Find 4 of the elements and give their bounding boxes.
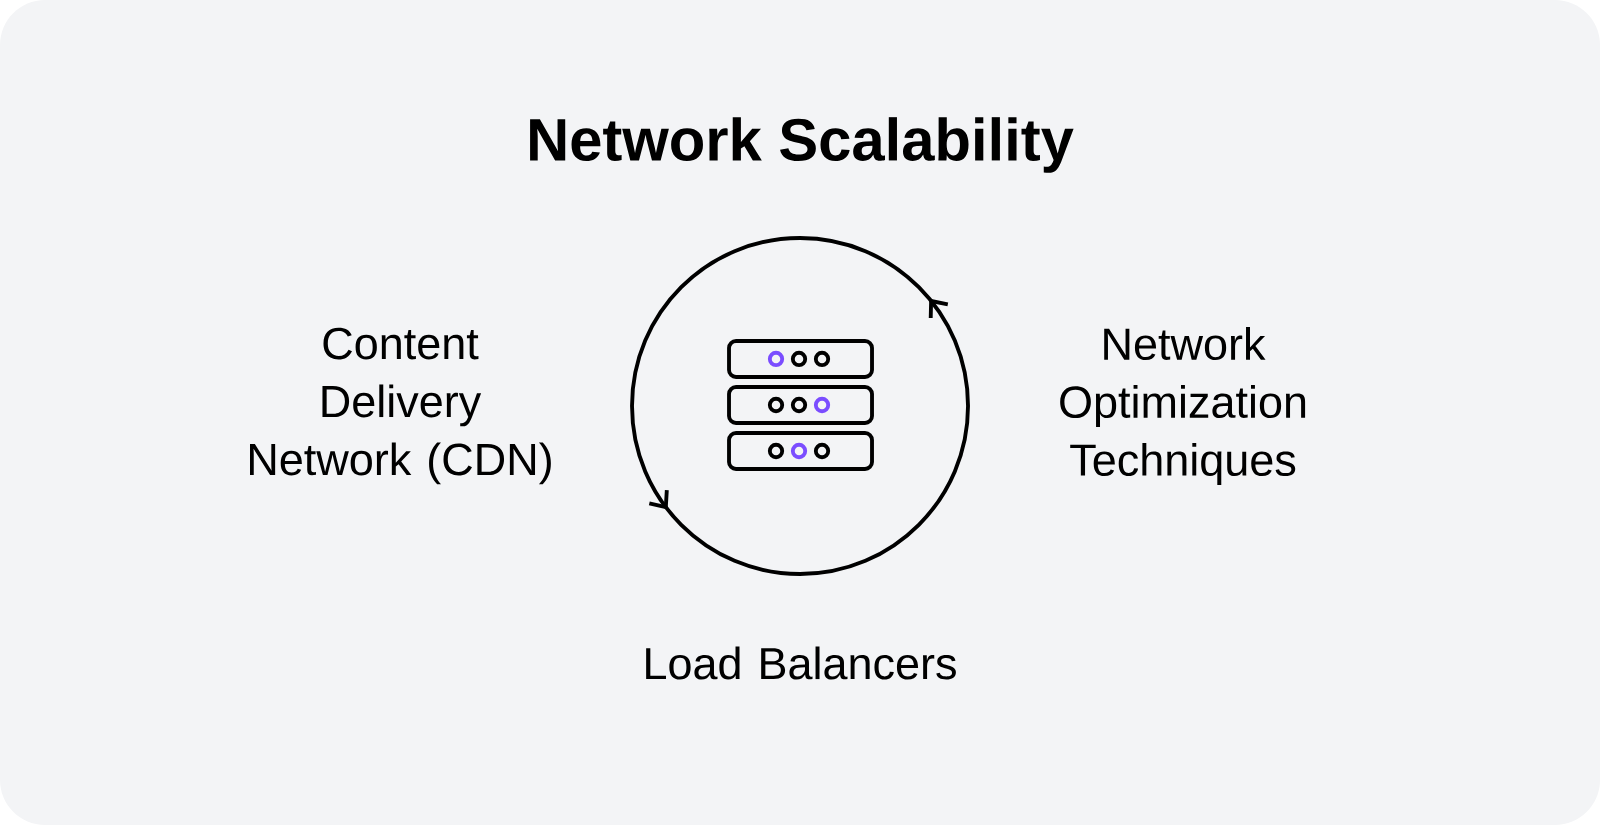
feature-label: Network Optimization Techniques: [1060, 327, 1306, 485]
feature-label: Content Delivery Network (CDN): [250, 327, 551, 485]
title: Network Scalability: [530, 117, 1074, 173]
feature-label: Load Balancers: [646, 646, 956, 680]
